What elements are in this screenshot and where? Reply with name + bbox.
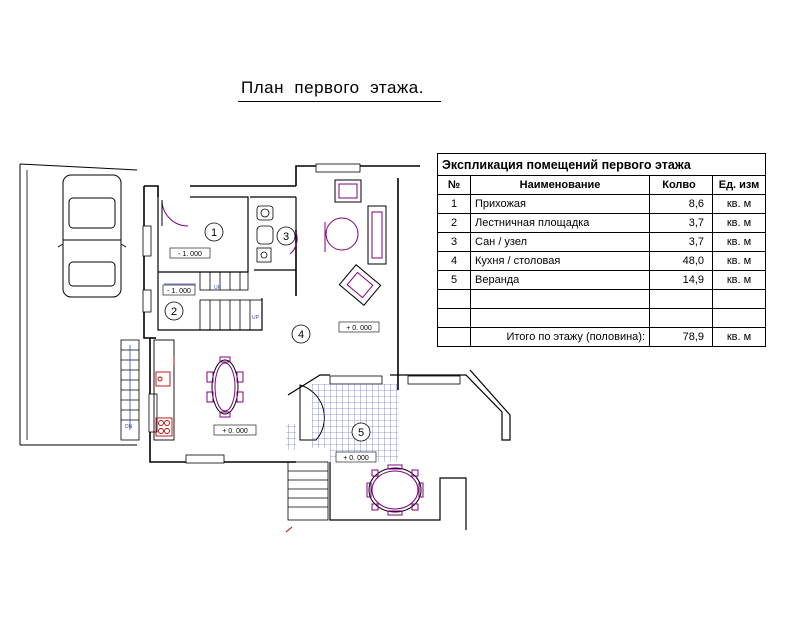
table-total-row: Итого по этажу (половина): 78,9 кв. м	[437, 327, 766, 347]
row-unit: кв. м	[712, 251, 766, 271]
svg-text:1: 1	[211, 227, 217, 239]
exterior-walls	[143, 165, 420, 463]
row-qty: 14,9	[649, 270, 713, 290]
header-qty: Колво	[649, 175, 713, 195]
row-qty: 3,7	[649, 232, 713, 252]
total-qty: 78,9	[649, 327, 713, 347]
level-mark-kitchen: + 0. 000	[213, 424, 257, 436]
header-unit: Ед. изм	[712, 175, 766, 195]
table-row: 1 Прихожая 8,6 кв. м	[437, 194, 766, 214]
row-no: 3	[437, 232, 471, 252]
svg-text:4: 4	[298, 329, 304, 341]
row-unit: кв. м	[712, 194, 766, 214]
title-underline	[238, 101, 441, 102]
table-header-row: № Наименование Колво Ед. изм	[437, 175, 766, 195]
room-number-4: 4	[291, 324, 311, 344]
row-no: 1	[437, 194, 471, 214]
svg-text:+ 0. 000: + 0. 000	[343, 455, 369, 462]
row-qty: 8,6	[649, 194, 713, 214]
row-name: Лестничная площадка	[470, 213, 650, 233]
side-stair	[120, 339, 140, 441]
svg-text:3: 3	[283, 231, 289, 243]
svg-text:5: 5	[358, 427, 364, 439]
car-icon	[57, 174, 127, 298]
windows	[142, 163, 461, 464]
svg-text:- 1. 000: - 1. 000	[178, 251, 202, 258]
living-furniture	[324, 179, 387, 306]
total-unit: кв. м	[712, 327, 766, 347]
door-swings	[161, 199, 325, 441]
stair-flight	[164, 271, 263, 331]
total-label: Итого по этажу (половина):	[470, 327, 650, 347]
row-name: Прихожая	[470, 194, 650, 214]
header-name: Наименование	[470, 175, 650, 195]
table-row: 4 Кухня / столовая 48,0 кв. м	[437, 251, 766, 271]
row-no: 5	[437, 270, 471, 290]
row-no: 4	[437, 251, 471, 271]
room-number-3: 3	[276, 226, 296, 246]
header-no: №	[437, 175, 471, 195]
veranda	[285, 369, 511, 533]
level-mark-stair: - 1. 000	[162, 284, 196, 296]
row-unit: кв. м	[712, 232, 766, 252]
row-name: Кухня / столовая	[470, 251, 650, 271]
row-qty: 3,7	[649, 213, 713, 233]
table-empty-row	[437, 289, 766, 309]
level-mark-hall: - 1. 000	[169, 247, 211, 259]
table-empty-row	[437, 308, 766, 328]
svg-text:+ 0. 000: + 0. 000	[222, 428, 248, 435]
row-qty: 48,0	[649, 251, 713, 271]
table-caption: Экспликация помещений первого этажа	[437, 153, 766, 176]
room-number-2: 2	[164, 301, 184, 321]
stair-label-down: DN	[125, 424, 133, 430]
kitchen-counter	[153, 339, 175, 441]
row-name: Веранда	[470, 270, 650, 290]
svg-text:- 1. 000: - 1. 000	[167, 288, 191, 295]
row-no: 2	[437, 213, 471, 233]
svg-text:+ 0. 000: + 0. 000	[346, 325, 372, 332]
stair-label-up: UP	[214, 285, 222, 291]
table-row: 3 Сан / узел 3,7 кв. м	[437, 232, 766, 252]
row-unit: кв. м	[712, 213, 766, 233]
table-caption-row: Экспликация помещений первого этажа	[437, 153, 766, 176]
svg-text:2: 2	[171, 306, 177, 318]
rooms-table: Экспликация помещений первого этажа № На…	[437, 153, 766, 347]
table-row: 5 Веранда 14,9 кв. м	[437, 270, 766, 290]
row-unit: кв. м	[712, 270, 766, 290]
dining-table	[206, 356, 244, 418]
bathroom-fixtures	[256, 205, 274, 263]
room-number-1: 1	[204, 222, 224, 242]
table-row: 2 Лестничная площадка 3,7 кв. м	[437, 213, 766, 233]
row-name: Сан / узел	[470, 232, 650, 252]
level-mark-veranda: + 0. 000	[335, 451, 377, 463]
level-mark-living: + 0. 000	[338, 321, 380, 333]
room-number-5: 5	[351, 422, 371, 442]
stair-label-up-2: UP	[252, 315, 260, 321]
plan-title: План первого этажа.	[241, 78, 424, 97]
garage-area	[19, 163, 138, 446]
